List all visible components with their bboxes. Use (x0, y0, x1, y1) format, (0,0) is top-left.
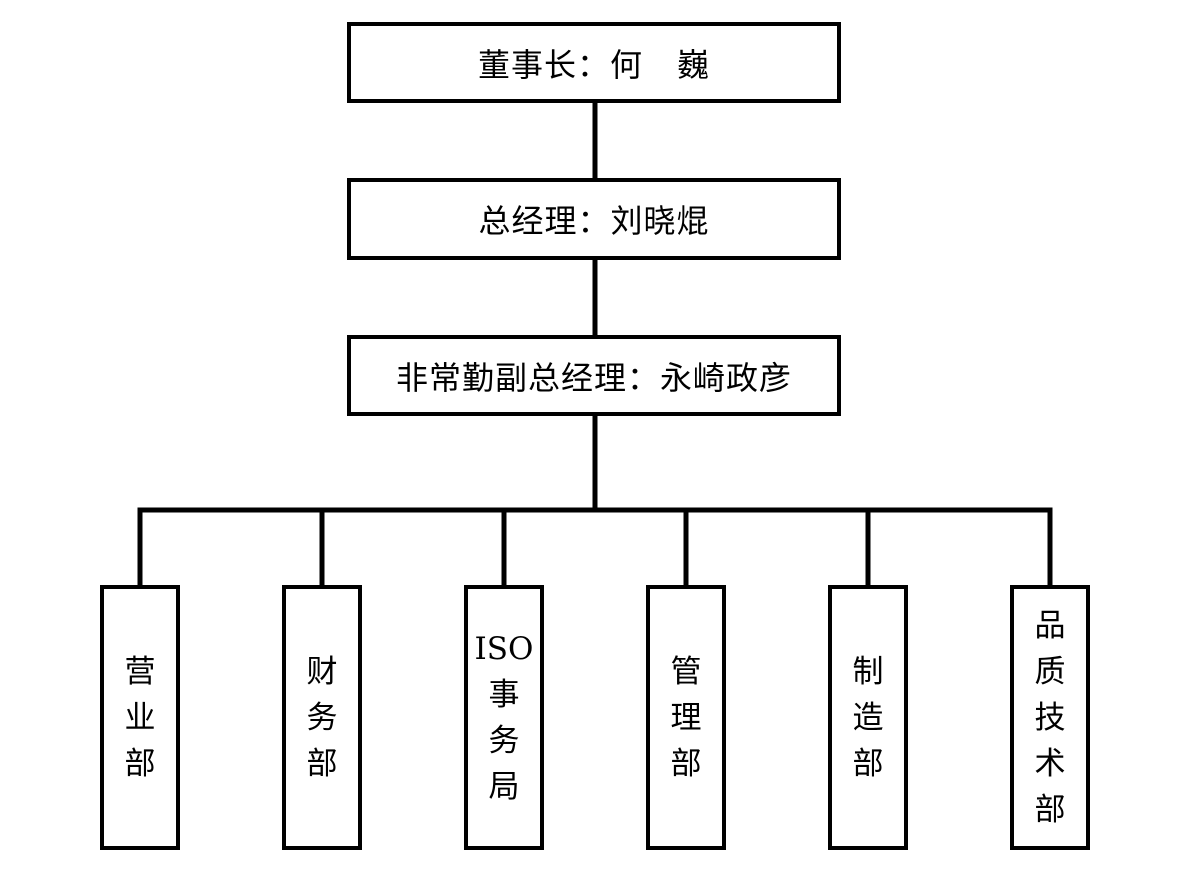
department-char: 部 (852, 745, 884, 782)
department-char: ISO (474, 630, 534, 667)
chairman-title: 董事长：何 (477, 45, 643, 84)
department-char: 部 (306, 745, 338, 782)
department-char: 造 (852, 699, 884, 736)
chairman-name: 巍 (677, 45, 711, 84)
department-char: 部 (670, 745, 702, 782)
department-char: 营 (124, 653, 156, 690)
department-char: 管 (670, 653, 702, 690)
department-box-finance: 财 务 部 (282, 585, 362, 850)
department-char: 业 (124, 699, 156, 736)
department-char: 务 (488, 722, 520, 759)
department-box-iso-office: ISO 事 务 局 (464, 585, 544, 850)
general-manager-box: 总经理：刘晓焜 (347, 178, 841, 260)
department-char: 品 (1034, 607, 1066, 644)
chairman-box: 董事长：何 巍 (347, 22, 841, 103)
department-char: 质 (1034, 653, 1066, 690)
department-char: 务 (306, 699, 338, 736)
deputy-general-manager-label: 非常勤副总经理：永崎政彦 (395, 358, 792, 397)
department-box-management: 管 理 部 (646, 585, 726, 850)
department-char: 局 (488, 768, 520, 805)
department-char: 部 (1034, 791, 1066, 828)
department-box-sales: 营 业 部 (100, 585, 180, 850)
department-box-manufacturing: 制 造 部 (828, 585, 908, 850)
department-char: 制 (852, 653, 884, 690)
department-char: 术 (1034, 745, 1066, 782)
department-char: 技 (1034, 699, 1066, 736)
general-manager-label: 总经理：刘晓焜 (478, 202, 710, 240)
department-char: 理 (670, 699, 702, 736)
department-char: 部 (124, 745, 156, 782)
department-char: 事 (488, 676, 520, 713)
department-box-quality-technology: 品 质 技 术 部 (1010, 585, 1090, 850)
department-char: 财 (306, 653, 338, 690)
deputy-general-manager-box: 非常勤副总经理：永崎政彦 (347, 335, 841, 416)
